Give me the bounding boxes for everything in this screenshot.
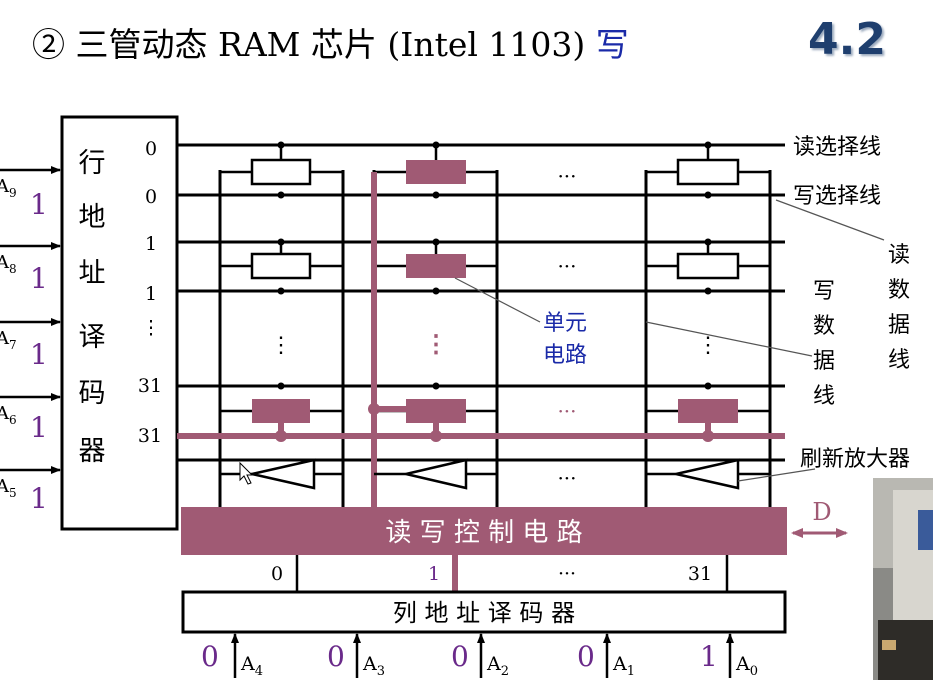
column-address-arrows — [231, 633, 734, 678]
junction-dot — [702, 430, 714, 442]
cell — [676, 158, 740, 186]
write-data-line-char: 据 — [813, 349, 835, 374]
row-decoder-char: 码 — [79, 378, 106, 409]
col-addr-value: 0 — [201, 640, 219, 673]
row-output-label: ⋮ — [142, 317, 161, 339]
read-data-line-char: 线 — [888, 348, 910, 373]
col-addr-value: 1 — [700, 640, 718, 673]
rw-control-label: 读 写 控 制 电 路 — [385, 518, 582, 548]
write-select-label: 写选择线 — [793, 184, 881, 209]
mouse-cursor-icon — [239, 461, 254, 485]
row-address-inputs — [0, 166, 61, 474]
row-addr-value: 1 — [30, 338, 48, 371]
read-select-label: 读选择线 — [793, 135, 881, 160]
row-addr-value: 1 — [30, 262, 48, 295]
col-addr-name: A1 — [612, 653, 635, 679]
cell-circuit-label: 单元 — [543, 311, 587, 336]
cell-active — [406, 254, 466, 278]
row-output-label: 1 — [145, 283, 157, 305]
row-addr-name: A8 — [0, 252, 17, 276]
row-addr-name: A6 — [0, 403, 17, 427]
cell-active — [678, 399, 738, 423]
row-decoder-char: 器 — [79, 436, 106, 467]
read-data-line-char: 数 — [888, 278, 910, 303]
page-title: ② 三管动态 RAM 芯片 (Intel 1103) 写 — [32, 18, 629, 66]
junction-dot — [368, 403, 380, 415]
row-decoder-char: 地 — [79, 202, 106, 233]
col-addr-value: 0 — [451, 640, 469, 673]
column-output-label: ··· — [558, 563, 576, 585]
row-output-label: 31 — [138, 425, 162, 447]
junction-dot — [430, 430, 442, 442]
cell-active — [252, 399, 310, 423]
column-output-lines — [295, 555, 729, 592]
refresh-amp-label: 刷新放大器 — [800, 447, 910, 472]
title-accent: 写 — [595, 25, 629, 64]
ellipsis-v: ⋮ — [270, 333, 292, 358]
row-output-label: 1 — [145, 233, 157, 255]
col-addr-name: A3 — [362, 653, 385, 679]
column-output-label: 0 — [271, 563, 283, 585]
column-decoder-label: 列 地 址 译 码 器 — [393, 599, 575, 627]
cell — [676, 252, 740, 280]
read-data-line-char: 据 — [888, 313, 910, 338]
row-output-label: 31 — [138, 375, 162, 397]
col-addr-value: 0 — [327, 640, 345, 673]
ellipsis-v-active: ⋮ — [424, 329, 448, 358]
cell — [250, 252, 312, 280]
row-addr-value: 1 — [30, 482, 48, 515]
col-addr-name: A4 — [240, 653, 263, 679]
row-addr-value: 1 — [30, 188, 48, 221]
ellipsis-h: ··· — [557, 466, 576, 490]
row-decoder-char: 址 — [79, 258, 106, 289]
ellipsis-h: ··· — [557, 164, 576, 188]
leader-lines — [454, 199, 885, 482]
row-addr-name: A7 — [0, 328, 17, 352]
ellipsis-h: ··· — [557, 254, 576, 278]
col-addr-value: 0 — [577, 640, 595, 673]
rw-control-bar — [181, 507, 787, 555]
video-overlay — [873, 478, 933, 680]
row-decoder-char: 译 — [79, 322, 106, 353]
cell — [250, 158, 312, 186]
row-output-label: 0 — [145, 186, 157, 208]
ellipsis-v: ⋮ — [697, 333, 719, 358]
col-addr-name: A2 — [486, 653, 509, 679]
refresh-amplifiers — [220, 458, 770, 490]
ellipsis-h-active: ··· — [557, 399, 576, 423]
junction-dots — [277, 141, 712, 390]
row-output-label: 0 — [145, 138, 157, 160]
title-main: ② 三管动态 RAM 芯片 (Intel 1103) — [32, 25, 586, 64]
junction-dot — [275, 430, 287, 442]
cell-active — [406, 399, 466, 423]
write-data-line-char: 数 — [813, 314, 835, 339]
column-output-label-active: 1 — [428, 563, 440, 585]
row-decoder-box — [60, 115, 179, 531]
row-addr-value: 1 — [30, 411, 48, 444]
row-addr-name: A9 — [0, 176, 17, 200]
section-number: 4.2 — [808, 14, 886, 65]
data-port-label: D — [812, 498, 831, 526]
row-decoder-char: 行 — [79, 148, 106, 179]
column-output-label: 31 — [688, 563, 712, 585]
write-data-line-char: 线 — [813, 384, 835, 409]
col-addr-name: A0 — [735, 653, 758, 679]
read-data-line-char: 读 — [888, 243, 910, 268]
row-addr-name: A5 — [0, 476, 17, 500]
column-decoder-box — [181, 590, 787, 634]
column-lines — [218, 170, 772, 508]
write-data-line-char: 写 — [813, 279, 835, 304]
cell-circuit-label: 电路 — [543, 343, 587, 368]
cell-active — [406, 160, 466, 184]
